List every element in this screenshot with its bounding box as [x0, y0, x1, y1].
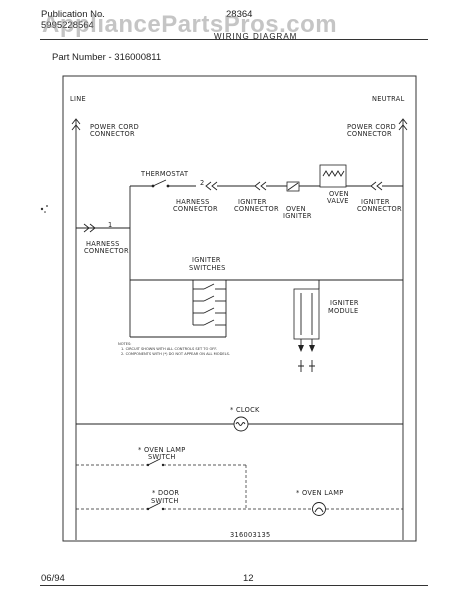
igniter-module-label-1: IGNITER — [330, 299, 359, 307]
power-cord-right-label-2: CONNECTOR — [347, 130, 392, 138]
door-switch-label-1: * DOOR — [152, 489, 179, 497]
igniter-module-ground-1 — [298, 360, 304, 372]
footer-rule — [40, 585, 428, 586]
igniter-switches-label-1: IGNITER — [192, 256, 221, 264]
power-cord-connector-left — [71, 118, 81, 131]
thermostat-blade — [152, 179, 167, 187]
oven-igniter-label-2: IGNITER — [283, 212, 312, 220]
igniter-connector-right-label-1: IGNITER — [361, 198, 390, 206]
igniter-switch-4 — [193, 319, 226, 326]
header-rule — [40, 39, 428, 40]
watermark: AppliancePartsPros.com — [42, 11, 338, 38]
diagram-title: WIRING DIAGRAM — [214, 32, 298, 41]
igniter-switch-2 — [193, 295, 226, 302]
igniter-switch-1 — [193, 283, 226, 290]
part-number: Part Number - 316000811 — [52, 52, 162, 63]
harness-connector-top — [205, 181, 218, 191]
igniter-switch-3 — [193, 307, 226, 314]
power-cord-left-label-1: POWER CORD — [90, 123, 139, 131]
notes-line-2: 2. COMPONENTS WITH (*) DO NOT APPEAR ON … — [121, 352, 230, 356]
publication-label: Publication No. — [41, 9, 105, 20]
door-switch-label-2: SWITCH — [151, 497, 179, 505]
igniter-module-box — [293, 288, 320, 340]
oven-valve-coil — [322, 170, 345, 177]
oven-valve-label-1: OVEN — [329, 190, 349, 198]
door-switch-blade — [147, 502, 161, 510]
oven-igniter-hatch — [287, 182, 299, 191]
scan-speck-1 — [40, 207, 44, 211]
igniter-connector-left-label-2: CONNECTOR — [234, 205, 279, 213]
scan-speck-2 — [46, 205, 48, 207]
igniter-module-electrode-2 — [309, 345, 315, 352]
oven-lamp-switch-label-2: SWITCH — [148, 453, 176, 461]
oven-lamp-label: * OVEN LAMP — [296, 489, 343, 497]
diagram-border — [62, 75, 417, 542]
drawing-number: 316003135 — [230, 531, 270, 539]
harness-connector-top-label-2: CONNECTOR — [173, 205, 218, 213]
scan-speck-3 — [44, 211, 46, 213]
clock-coil — [235, 422, 246, 426]
oven-lamp-filament — [314, 507, 324, 513]
power-cord-left-label-2: CONNECTOR — [90, 130, 135, 138]
line-rail-label: LINE — [70, 95, 86, 103]
footer-date: 06/94 — [41, 573, 65, 584]
power-cord-right-label-1: POWER CORD — [347, 123, 396, 131]
power-cord-connector-right — [398, 118, 408, 131]
igniter-connector-left-label-1: IGNITER — [238, 198, 267, 206]
harness-connector-top-label-1: HARNESS — [176, 198, 210, 206]
oven-valve-symbol — [319, 164, 347, 188]
harness-connector-left — [83, 223, 96, 233]
harness-connector-left-label-1: HARNESS — [86, 240, 120, 248]
igniter-connector-left — [254, 181, 267, 191]
wire-number-2: 2 — [200, 179, 205, 187]
wire-number-1: 1 — [108, 221, 113, 229]
igniter-module-label-2: MODULE — [328, 307, 358, 315]
igniter-connector-right — [370, 181, 383, 191]
harness-connector-left-label-2: CONNECTOR — [84, 247, 129, 255]
oven-lamp-switch-blade — [147, 458, 161, 466]
doc-code: 28364 — [226, 9, 253, 20]
oven-igniter-symbol — [286, 181, 300, 192]
igniter-module-electrode-1 — [298, 345, 304, 352]
footer-page: 12 — [243, 573, 254, 584]
notes-line-1: 1. CIRCUIT SHOWN WITH ALL CONTROLS SET T… — [121, 347, 217, 351]
publication-number: 5995228564 — [41, 20, 94, 31]
notes-heading: NOTES: — [118, 342, 131, 346]
neutral-rail-label: NEUTRAL — [372, 95, 405, 103]
oven-lamp-symbol — [312, 502, 326, 516]
oven-lamp-switch-label-1: * OVEN LAMP — [138, 446, 185, 454]
oven-valve-label-2: VALVE — [327, 197, 349, 205]
thermostat-label: THERMOSTAT — [140, 170, 189, 178]
igniter-module-ground-2 — [309, 360, 315, 372]
oven-igniter-label-1: OVEN — [286, 205, 306, 213]
clock-label: * CLOCK — [230, 406, 260, 414]
igniter-connector-right-label-2: CONNECTOR — [357, 205, 402, 213]
igniter-switches-label-2: SWITCHES — [189, 264, 226, 272]
